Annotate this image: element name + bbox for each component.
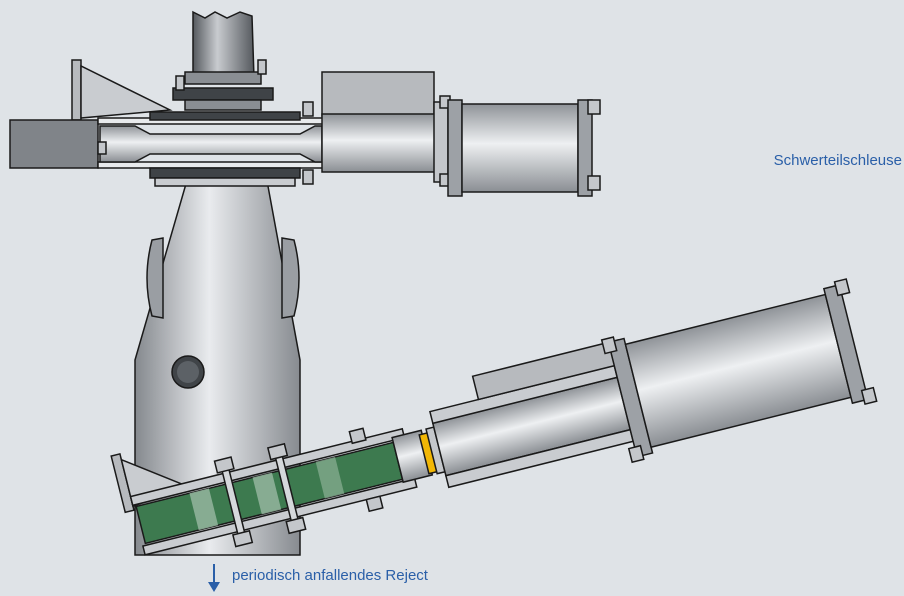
right-port (281, 237, 300, 319)
upper-slide-plate (99, 125, 323, 163)
device-label: Schwerteilschleuse (773, 152, 902, 169)
upper-cylinder-barrel (461, 103, 579, 193)
upper-cylinder-flange-left (447, 99, 463, 197)
inlet-pipe (172, 10, 274, 111)
lower-slide-valve (110, 278, 878, 556)
upper-slide-valve (9, 59, 601, 197)
upper-mount-block (321, 71, 435, 117)
upper-bracket-plate (71, 59, 82, 121)
reject-label: periodisch anfallendes Reject (232, 567, 428, 584)
upper-bracket-gusset (80, 64, 173, 119)
lower-cylinder-flange-right (822, 283, 869, 405)
left-port (146, 237, 164, 319)
upper-cylinder-flange-right (577, 99, 593, 197)
reject-arrow (208, 564, 220, 592)
lower-cylinder-barrel (624, 293, 852, 449)
housing (134, 169, 301, 556)
lower-frame-top (129, 427, 406, 507)
lower-frame-bottom (142, 477, 418, 556)
upper-end-box (9, 119, 99, 169)
